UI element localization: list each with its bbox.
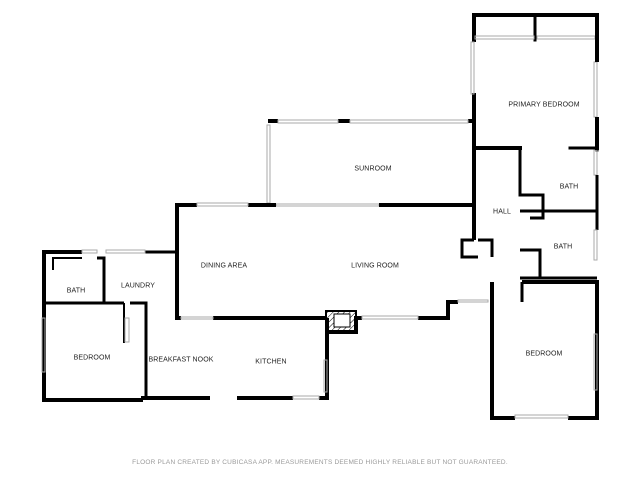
left-wing-walls (42, 250, 293, 402)
room-label-bedroom-left: BEDROOM (73, 354, 111, 362)
sunroom-windows (266, 119, 469, 207)
living-area-windows (180, 202, 489, 320)
hall-windows (593, 229, 598, 261)
floor-plan-disclaimer: FLOOR PLAN CREATED BY CUBICASA APP. MEAS… (132, 459, 508, 466)
room-label-bedroom-right: BEDROOM (525, 350, 563, 358)
left-wing-windows (41, 249, 328, 400)
room-label-bath-middle: BATH (553, 243, 573, 251)
room-label-bath-left: BATH (66, 287, 86, 295)
room-label-sunroom: SUNROOM (354, 165, 392, 173)
right-bedroom-windows (514, 333, 598, 419)
room-label-bath-upper: BATH (559, 183, 579, 191)
room-label-dining-area: DINING AREA (200, 262, 248, 270)
room-label-laundry: LAUNDRY (120, 282, 156, 290)
room-label-primary-bedroom: PRIMARY BEDROOM (508, 101, 580, 109)
room-label-kitchen: KITCHEN (255, 358, 287, 366)
hall-walls (460, 148, 599, 280)
room-label-hall: HALL (493, 208, 511, 216)
room-label-living-room: LIVING ROOM (351, 262, 399, 270)
room-label-breakfast-nook: BREAKFAST NOOK (148, 356, 214, 364)
